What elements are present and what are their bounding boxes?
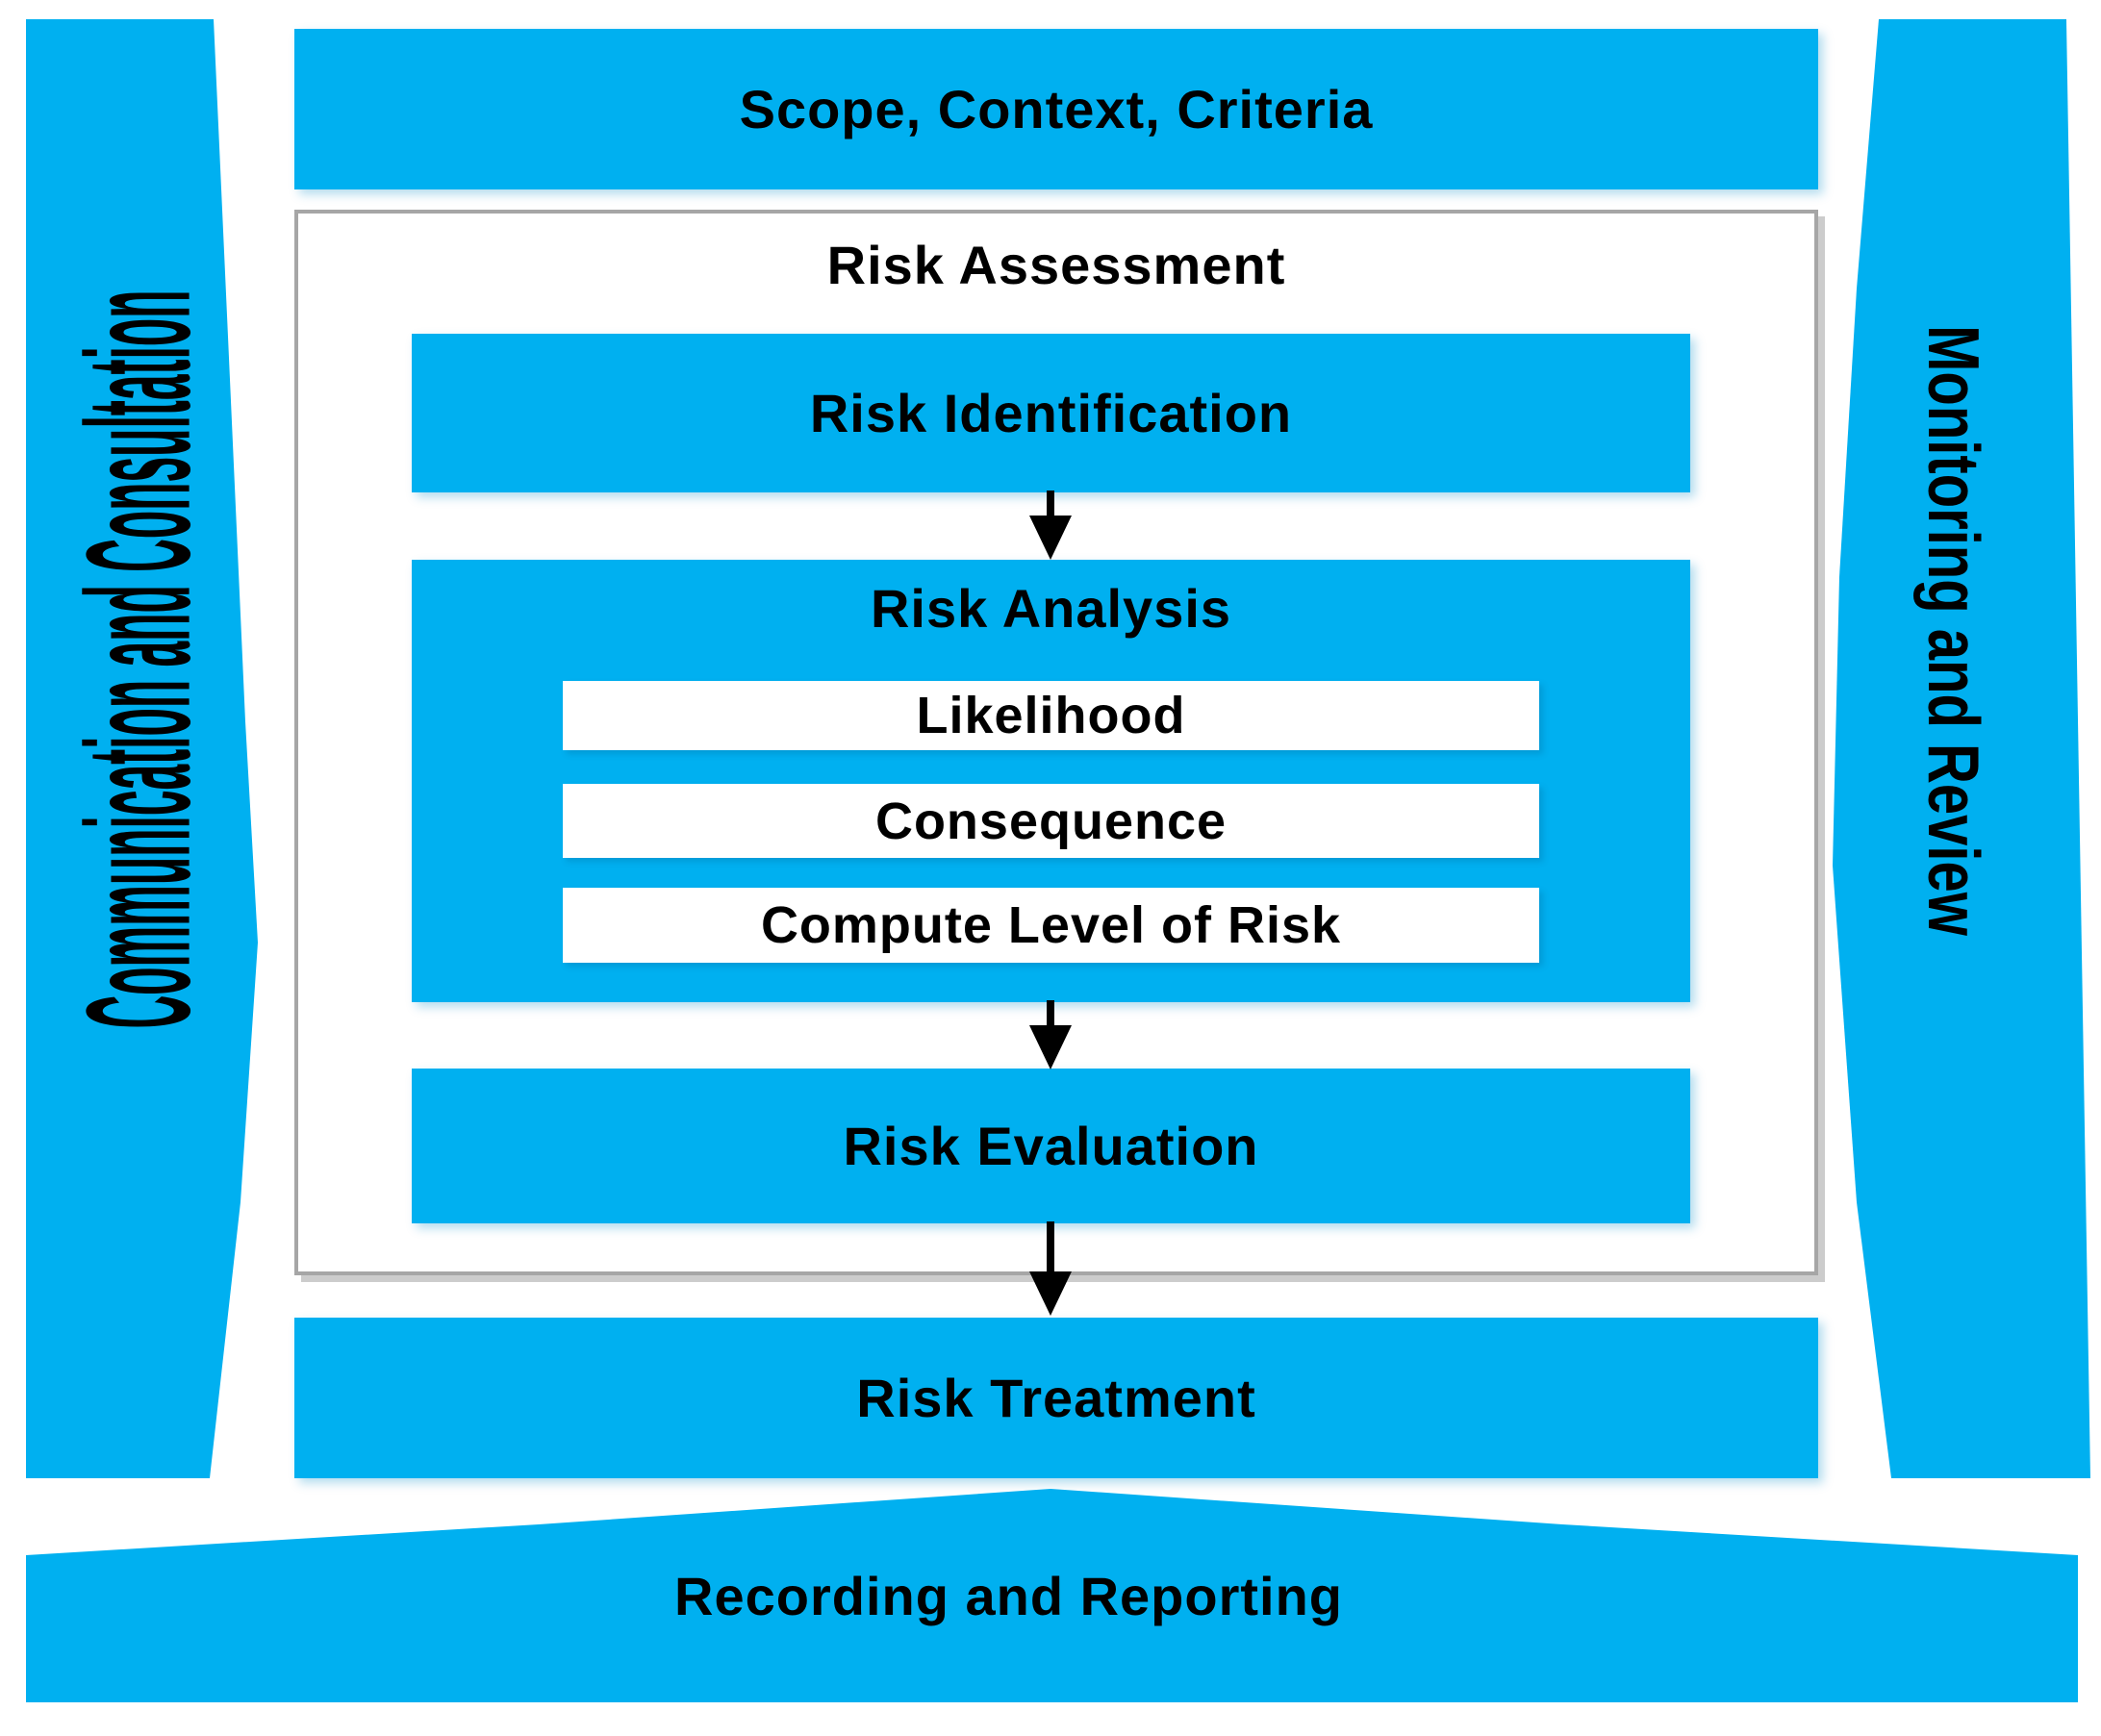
likelihood-label: Likelihood — [916, 687, 1186, 744]
arrow-head — [1029, 1271, 1072, 1316]
compute-level-of-risk-label: Compute Level of Risk — [760, 896, 1342, 954]
risk-assessment-box: Risk Assessment Risk Identification Risk… — [294, 210, 1818, 1275]
consequence-label: Consequence — [874, 792, 1228, 850]
likelihood-box: Likelihood — [563, 681, 1539, 750]
arrow-head — [1029, 1025, 1072, 1069]
arrow-down-icon — [1029, 1221, 1072, 1316]
risk-evaluation-label: Risk Evaluation — [843, 1116, 1259, 1176]
risk-identification-bar: Risk Identification — [412, 334, 1690, 492]
arrow-down-icon — [1029, 1000, 1072, 1069]
risk-treatment-label: Risk Treatment — [856, 1368, 1256, 1428]
risk-assessment-title-wrap: Risk Assessment — [298, 214, 1814, 315]
risk-analysis-title: Risk Analysis — [870, 577, 1232, 639]
risk-analysis-bar: Risk Analysis Likelihood Consequence Com… — [412, 560, 1690, 1002]
arrow-shaft — [1047, 1000, 1054, 1025]
arrow-shaft — [1047, 491, 1054, 516]
risk-assessment-title: Risk Assessment — [826, 234, 1286, 295]
arrow-down-icon — [1029, 491, 1072, 560]
communication-consultation-bar — [26, 19, 258, 1478]
consequence-box: Consequence — [563, 784, 1539, 858]
scope-context-criteria-bar: Scope, Context, Criteria — [294, 29, 1818, 189]
compute-level-of-risk-box: Compute Level of Risk — [563, 888, 1539, 963]
arrow-shaft — [1047, 1221, 1054, 1271]
recording-reporting-label: Recording and Reporting — [674, 1565, 1343, 1626]
risk-identification-label: Risk Identification — [809, 383, 1293, 443]
monitoring-review-bar — [1833, 19, 2090, 1478]
risk-treatment-bar: Risk Treatment — [294, 1318, 1818, 1478]
scope-context-criteria-label: Scope, Context, Criteria — [739, 79, 1374, 139]
recording-reporting-bar: Recording and Reporting — [26, 1489, 2078, 1702]
arrow-head — [1029, 516, 1072, 560]
risk-analysis-title-wrap: Risk Analysis — [412, 567, 1690, 648]
risk-evaluation-bar: Risk Evaluation — [412, 1069, 1690, 1223]
